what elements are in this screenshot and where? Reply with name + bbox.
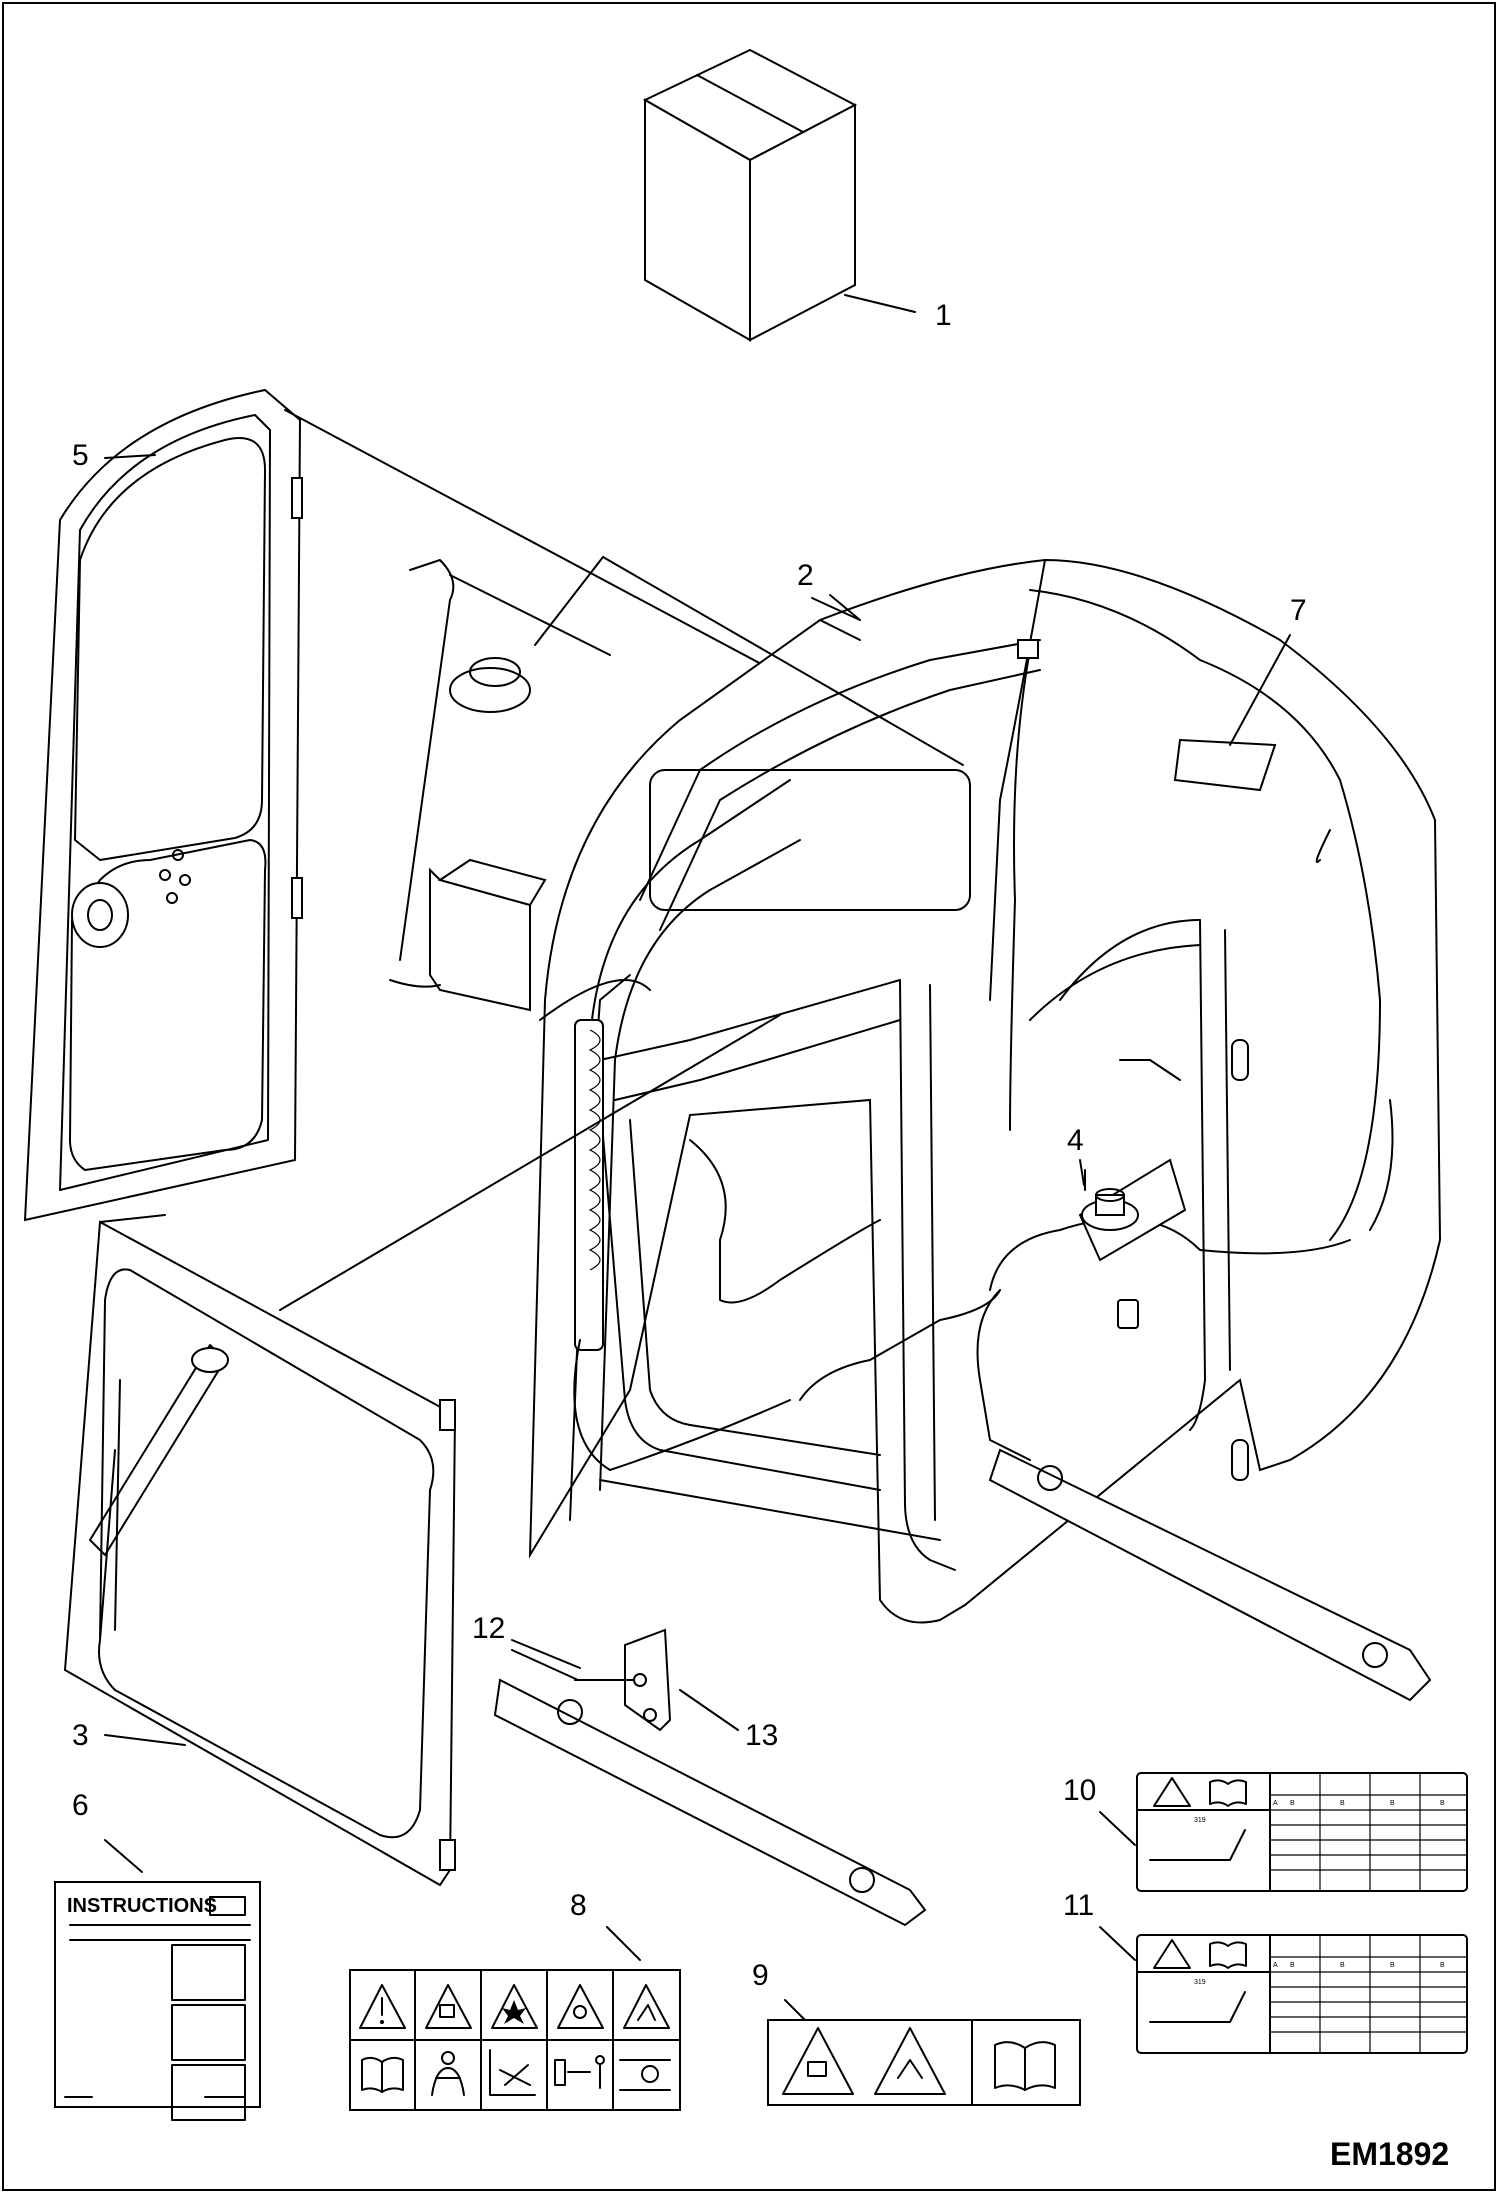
callout-10: 10 xyxy=(1063,1774,1096,1807)
leader-3 xyxy=(104,1734,186,1746)
decal-10-col-a: A xyxy=(1273,1800,1278,1807)
manual-book-icon xyxy=(1209,1779,1247,1807)
radio-speaker-assembly xyxy=(389,556,964,1012)
instructions-title: INSTRUCTIONS xyxy=(67,1895,217,1917)
callout-5: 5 xyxy=(72,439,89,472)
warning-triangle-icon xyxy=(359,1984,406,2029)
callout-6: 6 xyxy=(72,1789,89,1822)
decal-11-col-b1: B xyxy=(1290,1962,1295,1969)
warning-triangle-icon xyxy=(782,2027,854,2095)
leader-12b xyxy=(511,1649,579,1681)
leader-13 xyxy=(679,1689,739,1731)
decal-11-col-b2: B xyxy=(1340,1962,1345,1969)
crush-warning-icon xyxy=(425,1984,472,2029)
decal-11-col-b3: B xyxy=(1390,1962,1395,1969)
leader-4 xyxy=(1079,1159,1085,1186)
leader-11 xyxy=(1099,1926,1136,1961)
hydraulic-pressure-icon xyxy=(489,2049,536,2096)
lock-instructions-icon xyxy=(619,2059,671,2091)
part-6-instructions-decal: INSTRUCTIONS xyxy=(54,1881,261,2121)
warning-triangle-icon xyxy=(1153,1939,1191,1969)
leader-12a xyxy=(511,1639,581,1669)
part-9-warning-decal xyxy=(767,2019,1081,2106)
fall-warning-icon xyxy=(623,1984,670,2029)
decal-10-col-b4: B xyxy=(1440,1800,1445,1807)
interior-wiring xyxy=(539,974,881,1471)
warning-triangle-icon xyxy=(1153,1777,1191,1807)
part-11-load-chart-decal: 319 A B B B B xyxy=(1136,1934,1468,2054)
part-2-cab-frame xyxy=(528,558,1442,1624)
callout-13: 13 xyxy=(745,1719,778,1752)
part-4-motor xyxy=(1078,1158,1187,1262)
decal-11-model: 319 xyxy=(1194,1979,1206,1986)
decal-11-col-a: A xyxy=(1273,1962,1278,1969)
decal-10-col-b1: B xyxy=(1290,1800,1295,1807)
seat-belt-icon xyxy=(431,2051,465,2096)
keep-distance-icon xyxy=(554,2055,605,2089)
leader-10 xyxy=(1099,1811,1136,1846)
callout-12: 12 xyxy=(472,1612,505,1645)
callout-3: 3 xyxy=(72,1719,89,1752)
manual-book-icon xyxy=(994,2041,1056,2091)
part-7-harness xyxy=(799,589,1394,1461)
manual-book-icon xyxy=(361,2056,404,2093)
callout-9: 9 xyxy=(752,1959,769,1992)
part-3-window xyxy=(63,1014,781,1887)
callout-7: 7 xyxy=(1290,594,1307,627)
leader-8 xyxy=(606,1926,641,1961)
callout-11: 11 xyxy=(1063,1889,1094,1922)
callout-1: 1 xyxy=(935,299,952,332)
part-1-box xyxy=(642,48,916,342)
decal-10-model: 319 xyxy=(1194,1817,1206,1824)
callout-8: 8 xyxy=(570,1889,587,1922)
drawing-id: EM1892 xyxy=(1330,2136,1449,2172)
decal-10-col-b2: B xyxy=(1340,1800,1345,1807)
leader-6 xyxy=(104,1839,143,1873)
part-12-13-bracket xyxy=(574,1628,672,1732)
callout-4: 4 xyxy=(1067,1124,1084,1157)
decal-11-col-b4: B xyxy=(1440,1962,1445,1969)
decal-10-col-b3: B xyxy=(1390,1800,1395,1807)
warning-triangle-icon xyxy=(874,2027,946,2095)
part-8-safety-decal xyxy=(349,1969,681,2111)
manual-book-icon xyxy=(1209,1941,1247,1969)
callout-2: 2 xyxy=(797,559,814,592)
explosion-warning-icon xyxy=(491,1984,538,2029)
part-10-load-chart-decal: 319 A B B B B xyxy=(1136,1772,1468,1892)
cab-floor-rails xyxy=(493,1448,1432,1927)
leader-2 xyxy=(811,597,861,621)
entanglement-warning-icon xyxy=(557,1984,604,2029)
